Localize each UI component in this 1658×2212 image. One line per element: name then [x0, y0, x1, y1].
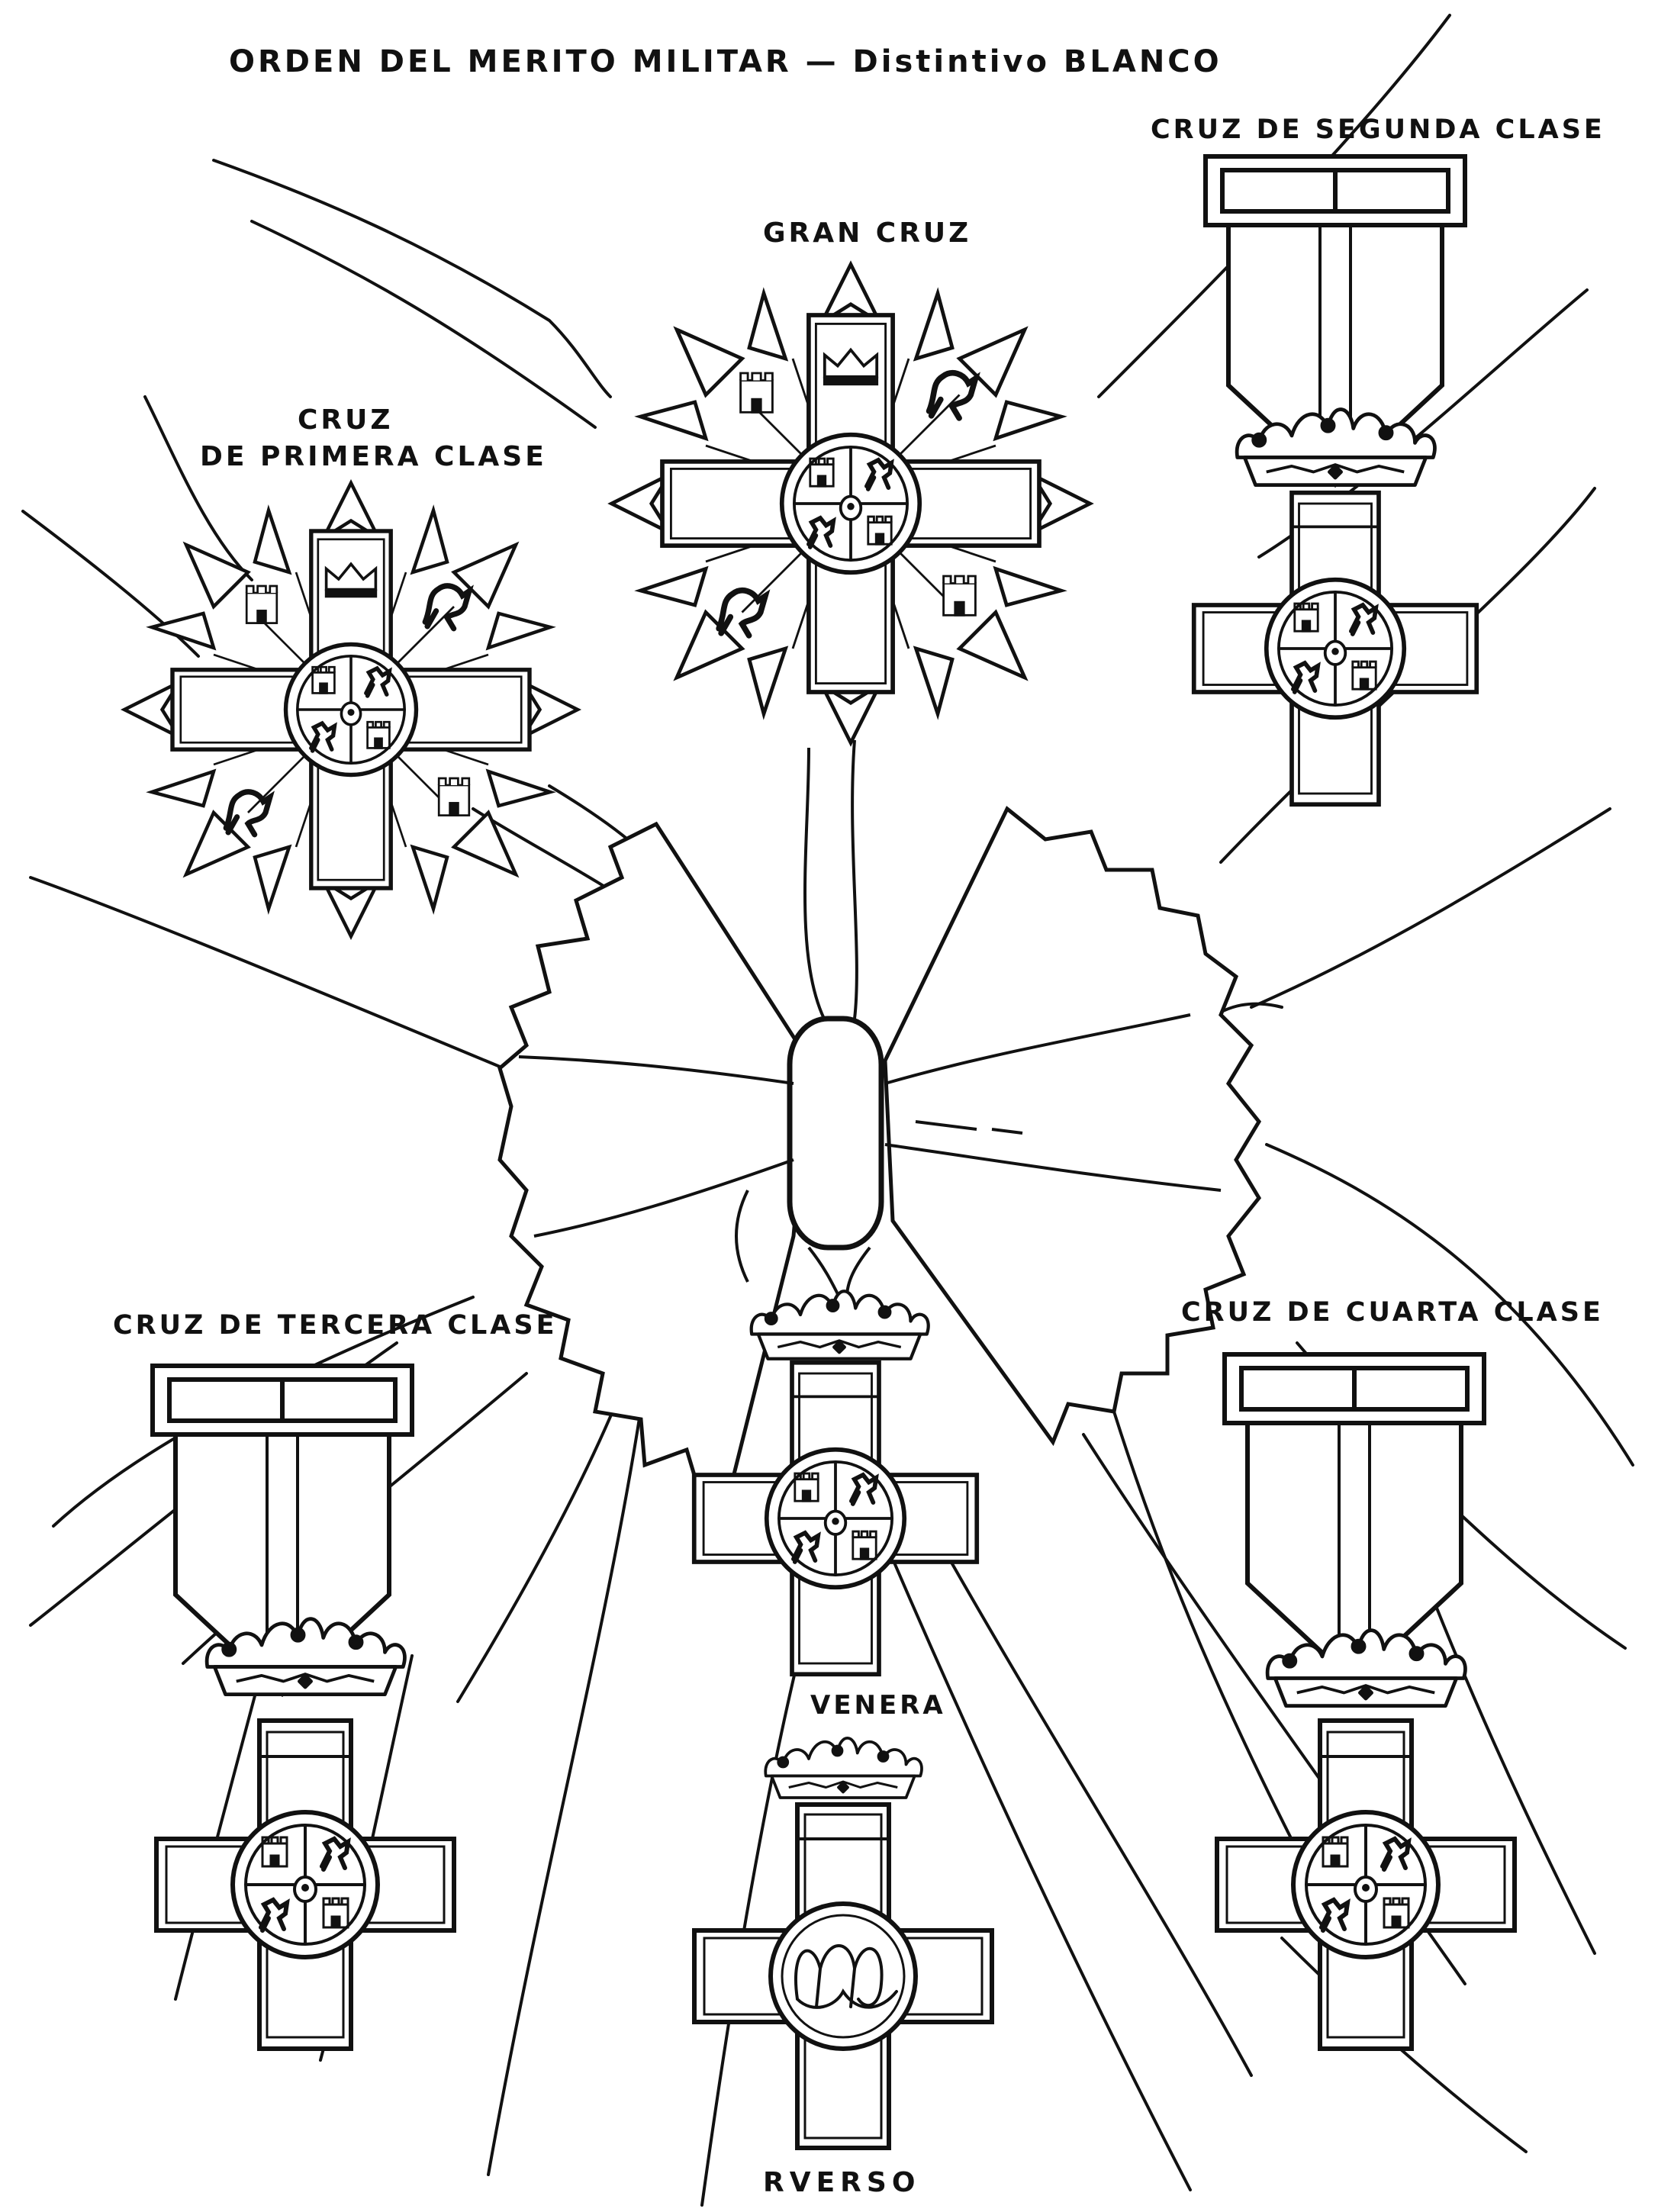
gran-cruz-star: [612, 264, 1090, 742]
cuarta-ribbon: [1225, 1354, 1484, 1682]
label-primera-line1: CRUZ: [298, 404, 394, 436]
label-gran-cruz: GRAN CRUZ: [763, 217, 972, 249]
ribbon-bow-icon: [497, 806, 1262, 1490]
primera-clase-star: [124, 483, 578, 936]
bow-folds: [518, 739, 1222, 1298]
label-tercera-clase: CRUZ DE TERCERA CLASE: [113, 1310, 558, 1341]
label-reverso: RVERSO: [763, 2167, 921, 2198]
tercera-cross-icon: [156, 1721, 454, 2049]
label-primera-line2: DE PRIMERA CLASE: [200, 441, 547, 472]
page-title: ORDEN DEL MERITO MILITAR — Distintivo BL…: [229, 44, 1222, 79]
label-cuarta-clase: CRUZ DE CUARTA CLASE: [1181, 1297, 1604, 1328]
monogram-icon: [794, 1944, 898, 2009]
reverso-cross-icon: [692, 1802, 994, 2150]
reverso-crown-icon: [764, 1736, 923, 1799]
label-segunda-clase: CRUZ DE SEGUNDA CLASE: [1151, 114, 1605, 145]
label-venera: VENERA: [810, 1690, 946, 1721]
segunda-cross-icon: [1194, 493, 1477, 805]
cuarta-crown-icon: [1267, 1631, 1465, 1706]
cuarta-cross-icon: [1217, 1721, 1515, 2049]
